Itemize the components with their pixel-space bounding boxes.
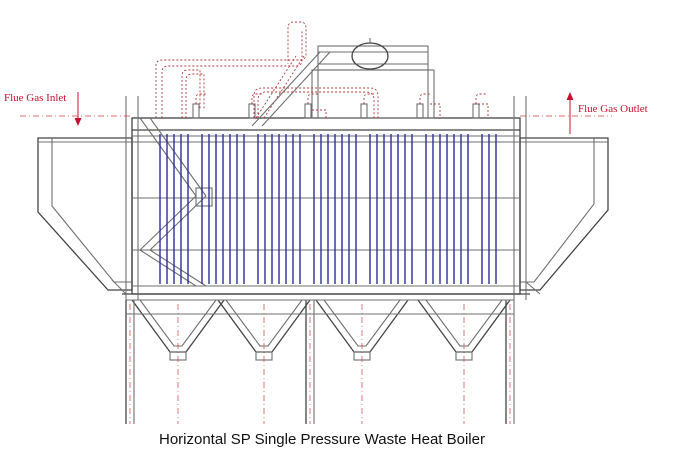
inlet-duct bbox=[37, 137, 133, 295]
header-nozzle bbox=[360, 103, 368, 119]
diagram-caption: Horizontal SP Single Pressure Waste Heat… bbox=[159, 431, 485, 448]
header-pipe bbox=[251, 93, 262, 104]
inlet-arrow bbox=[74, 92, 82, 126]
boiler-casing bbox=[122, 96, 530, 300]
outlet-duct bbox=[519, 137, 609, 295]
header-nozzle bbox=[416, 103, 424, 119]
support-structure bbox=[125, 299, 515, 424]
flue-gas-inlet-label: Flue Gas Inlet bbox=[4, 92, 66, 104]
header-nozzle bbox=[192, 103, 200, 119]
header-nozzle bbox=[248, 103, 256, 119]
steam-drum-assembly bbox=[311, 38, 435, 119]
flue-gas-outlet-label: Flue Gas Outlet bbox=[578, 103, 648, 115]
header-nozzle bbox=[472, 103, 480, 119]
tube-bundles bbox=[159, 93, 497, 284]
downcomer-pipes bbox=[155, 21, 489, 127]
header-pipe bbox=[419, 93, 430, 104]
outlet-arrow bbox=[566, 92, 574, 134]
header-nozzle bbox=[304, 103, 312, 119]
access-stair bbox=[139, 117, 213, 287]
header-pipe bbox=[363, 93, 374, 104]
header-pipe bbox=[307, 93, 318, 104]
ash-hoppers bbox=[131, 299, 511, 361]
header-pipe bbox=[195, 93, 206, 104]
header-pipe bbox=[475, 93, 486, 104]
